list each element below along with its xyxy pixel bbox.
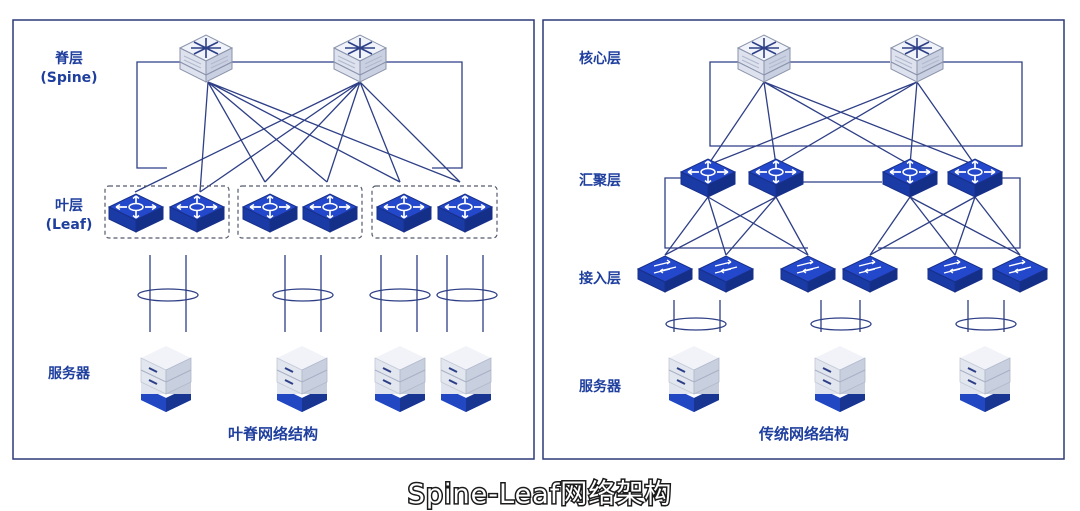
server-icon [668,345,720,413]
right-panel-title: 传统网络结构 [758,425,849,443]
left-panel-title: 叶脊网络结构 [228,425,318,443]
leaf-group-box [104,185,230,239]
server-icon [959,345,1011,413]
right-server-label: 服务器 [579,378,622,395]
access-layer-label: 接入层 [579,270,621,287]
leaf-group-box [237,185,363,239]
server-icon [440,345,492,413]
server-icon [276,345,328,413]
server-icon [374,345,426,413]
leaf-label: 叶层 [55,198,83,214]
aggregation-layer-label: 汇聚层 [579,173,621,189]
leaf-label-sub: (Leaf) [46,217,93,233]
right-links [664,61,1023,332]
server-icon [814,345,866,413]
spine-label-sub: (Spine) [40,70,97,86]
core-layer-label: 核心层 [579,50,621,67]
left-server-label: 服务器 [48,365,91,382]
spine-label: 脊层 [54,50,83,67]
video-caption: Spine-Leaf网络架构 [406,478,673,511]
left-links [134,61,498,332]
leaf-group-box [371,185,498,239]
server-icon [140,345,192,413]
